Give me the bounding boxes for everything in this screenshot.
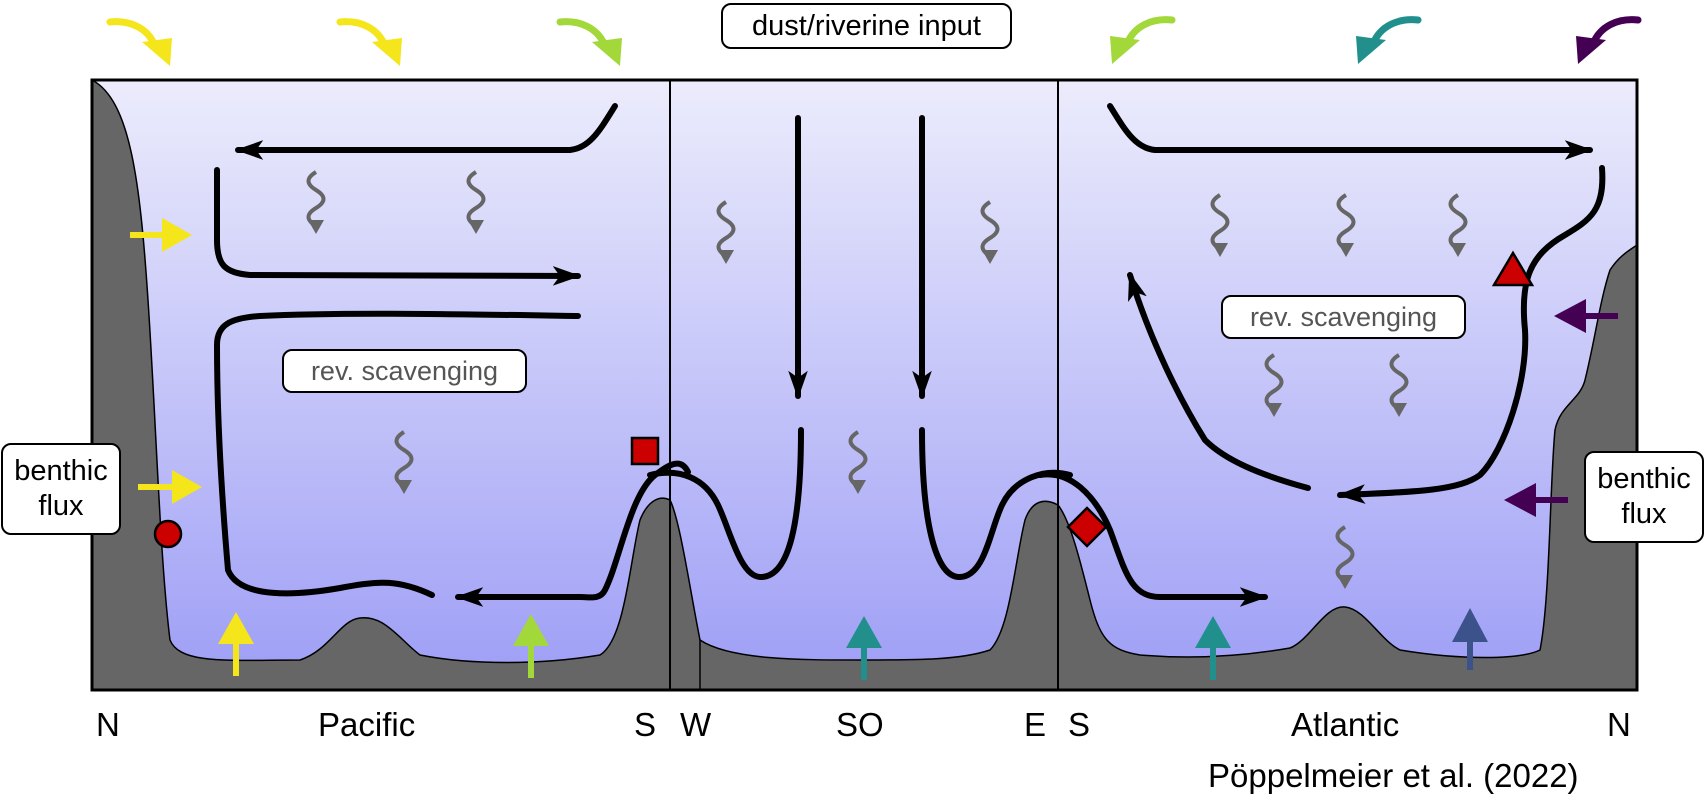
axis-label-pacific-north: N	[96, 706, 120, 743]
blue-bottom-arrow	[1452, 608, 1488, 670]
teal-bottom-arrow-so	[846, 616, 882, 680]
surface-input-arrows	[106, 16, 1642, 66]
input-arrow-yellow-2	[336, 18, 402, 66]
input-arrow-teal	[1356, 16, 1422, 64]
axis-label-southern-ocean: SO	[836, 706, 884, 743]
yellow-boundary-arrow-upper	[130, 218, 192, 252]
input-arrow-green-2	[1110, 16, 1176, 64]
benthic-flux-left-label: benthic flux	[1, 443, 121, 535]
section-frame	[90, 78, 1639, 692]
rev-scavenging-atlantic-label: rev. scavenging	[1221, 295, 1466, 339]
site-markers	[153, 250, 1535, 549]
so-circulation	[647, 115, 1073, 581]
purple-boundary-arrow-upper	[1554, 299, 1618, 333]
input-arrow-yellow-1	[106, 18, 172, 66]
axis-label-pacific-south: S	[634, 706, 657, 743]
input-arrow-purple	[1576, 16, 1642, 64]
pacific-seafloor	[91, 78, 801, 691]
dust-riverine-input-label: dust/riverine input	[721, 3, 1012, 49]
southern-ocean-seafloor	[699, 243, 1638, 691]
teal-bottom-arrow-atlantic	[1195, 616, 1231, 680]
citation: Pöppelmeier et al. (2022)	[1208, 757, 1579, 794]
axis-label-atlantic: Atlantic	[1291, 706, 1400, 743]
pacific-circulation	[213, 103, 691, 607]
axis-label-atlantic-north: N	[1607, 706, 1631, 743]
triangle-marker	[1491, 250, 1535, 287]
axis-label-so-west: W	[680, 706, 712, 743]
yellow-bottom-arrow	[218, 612, 254, 676]
axis-label-so-east: E	[1024, 706, 1047, 743]
square-marker	[630, 436, 660, 466]
benthic-flux-right-label: benthic flux	[1584, 451, 1704, 543]
green-bottom-arrow	[513, 614, 549, 678]
input-arrow-green-1	[556, 18, 622, 66]
circle-marker	[153, 519, 183, 549]
yellow-boundary-arrow-lower	[138, 470, 202, 504]
purple-boundary-arrow-lower	[1504, 483, 1568, 517]
atlantic-circulation	[1037, 103, 1606, 607]
diamond-marker	[1066, 506, 1108, 548]
axis-label-atlantic-south: S	[1068, 706, 1091, 743]
rev-scavenging-pacific-label: rev. scavenging	[282, 349, 527, 393]
axis-label-pacific: Pacific	[318, 706, 416, 743]
benthic-arrows	[130, 218, 1618, 680]
